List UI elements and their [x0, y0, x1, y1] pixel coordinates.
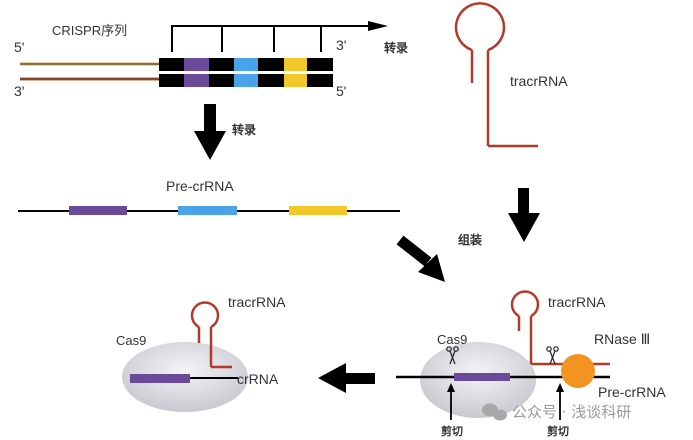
- transcription-label-down: 转录: [232, 122, 256, 137]
- crispr-array-bottom: [159, 74, 333, 87]
- scissors-icon-right: [546, 346, 559, 365]
- tracrrna-label-right: tracrRNA: [548, 294, 606, 310]
- transcription-arrow-head: [368, 21, 388, 31]
- crrna-label: crRNA: [237, 371, 279, 387]
- tracrrna-label-top: tracrRNA: [510, 73, 568, 89]
- cut-arrow-right: [556, 383, 564, 420]
- pre-crrna-strand: [18, 206, 400, 215]
- crispr-array-top: [159, 58, 333, 71]
- transcription-bracket: [171, 25, 372, 52]
- down-arrow-tracrrna: [508, 188, 540, 242]
- pre-crrna-label-bottom: Pre-crRNA: [598, 384, 666, 400]
- spacer-segment-right: [454, 373, 510, 381]
- three-prime-label-top: 3': [336, 37, 346, 53]
- five-prime-label-bottom: 5': [336, 83, 346, 99]
- scissors-icon-left: [446, 346, 459, 365]
- assembly-label: 组装: [458, 232, 482, 247]
- five-prime-label-top: 5': [14, 39, 24, 55]
- crispr-sequence-label: CRISPR序列: [52, 23, 127, 38]
- left-arrow-mature: [318, 363, 375, 393]
- transcription-label-right: 转录: [384, 40, 408, 55]
- pre-crrna-label: Pre-crRNA: [166, 178, 234, 194]
- down-arrow-transcription: [194, 104, 226, 160]
- three-prime-label-bottom: 3': [14, 83, 24, 99]
- spacer-segment-left: [130, 374, 190, 383]
- cleave-label-left: 剪切: [441, 424, 463, 438]
- wechat-icon: [482, 403, 507, 421]
- watermark-text: 公众号 · 浅谈科研: [512, 403, 631, 421]
- tracrrna-label-left: tracrRNA: [228, 294, 286, 310]
- rnase3-enzyme: [561, 354, 595, 388]
- cleave-label-right: 剪切: [547, 424, 569, 438]
- cas9-label-left: Cas9: [116, 333, 146, 348]
- cut-arrow-left: [447, 383, 455, 420]
- rnase3-label: RNase Ⅲ: [594, 331, 650, 347]
- tracrrna-hairpin-top: [454, 2, 538, 148]
- diagonal-arrow-assembly: [396, 235, 445, 282]
- cas9-label-right: Cas9: [437, 332, 467, 347]
- tracrrna-hairpin-left: [190, 301, 232, 369]
